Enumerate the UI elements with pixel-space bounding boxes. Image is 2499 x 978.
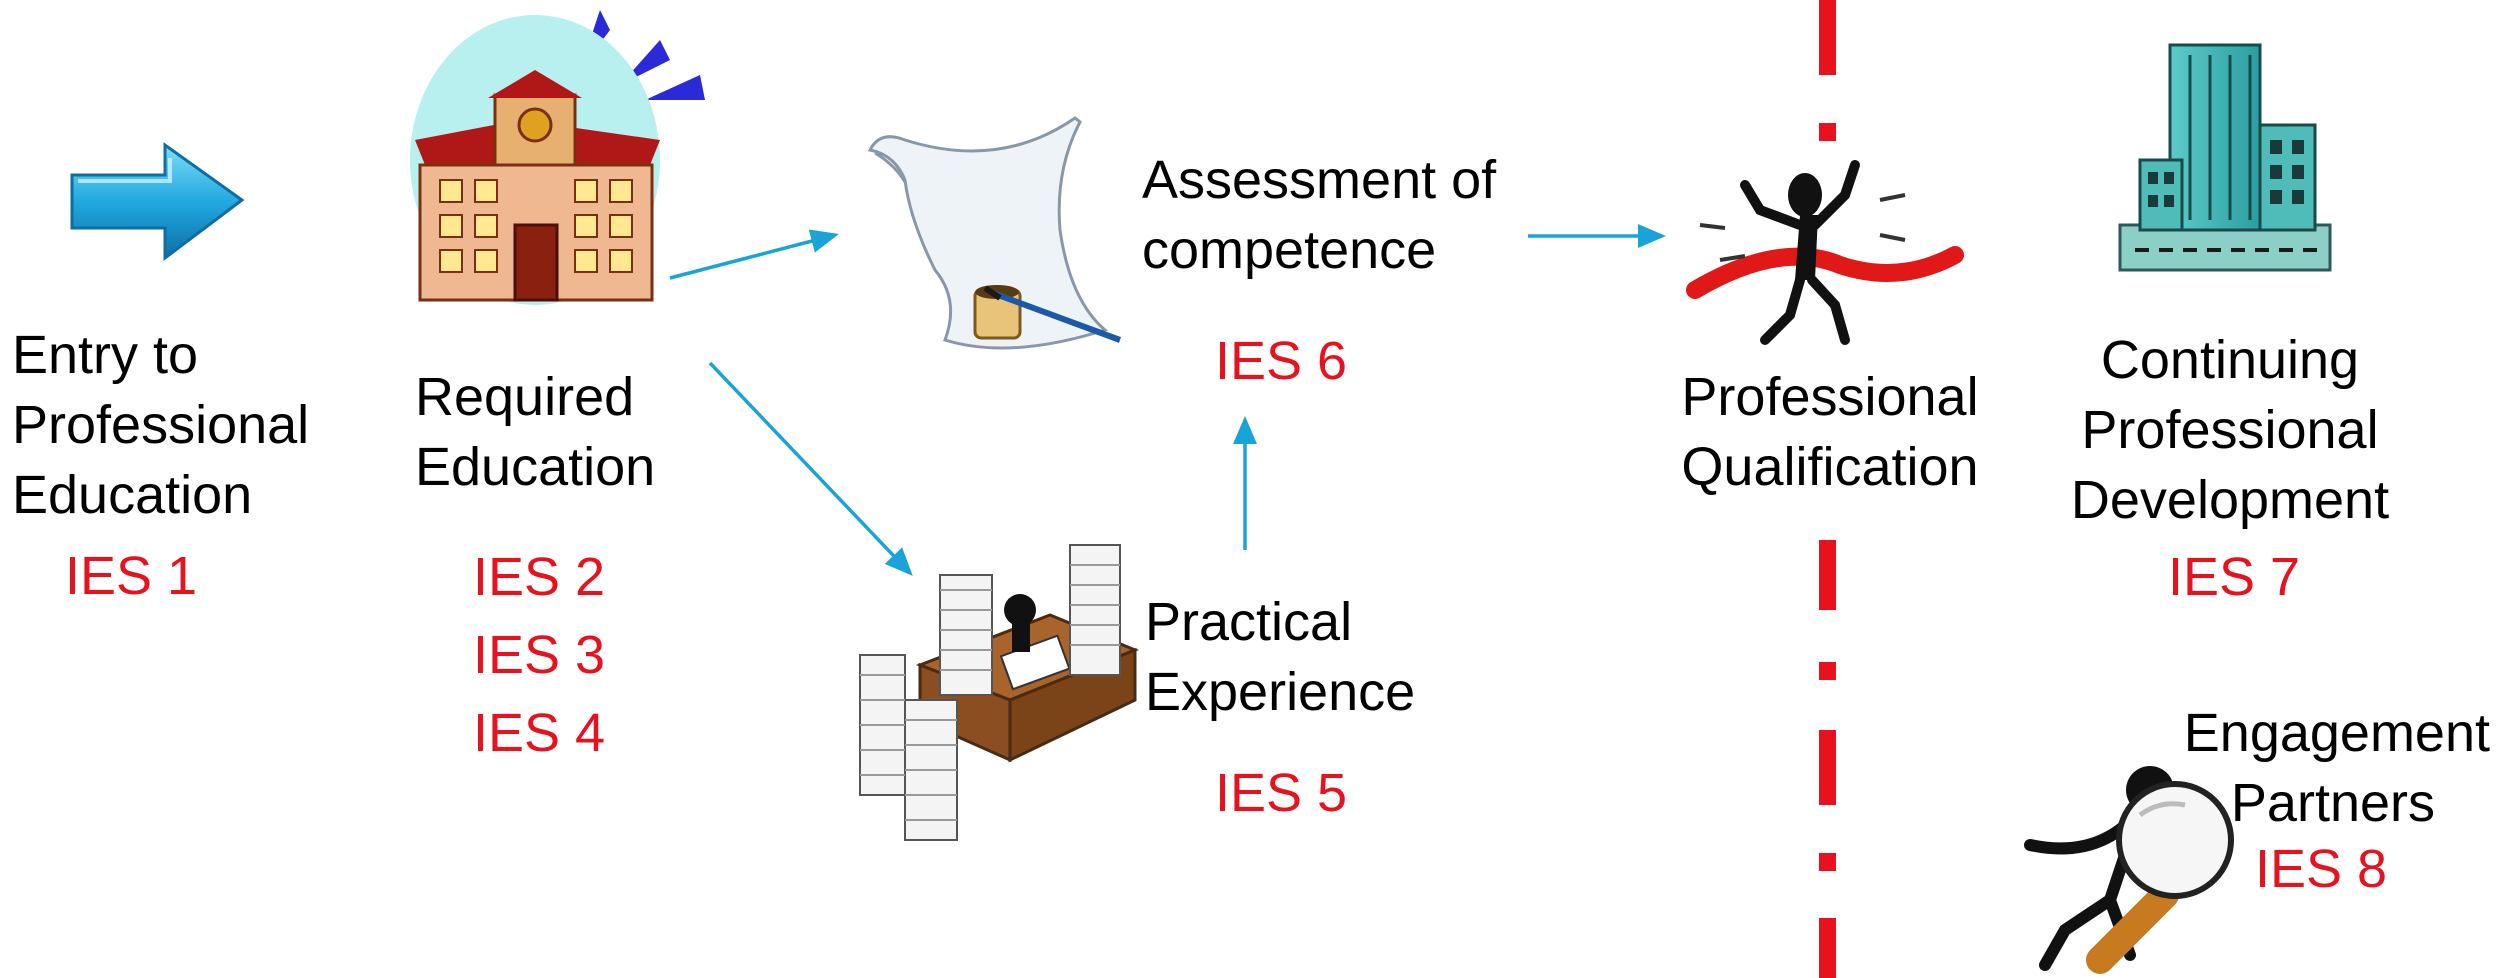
professional-qualification-label: Professional Qualification (1660, 362, 2000, 502)
scroll-quill-icon (867, 116, 1122, 350)
engagement-partners-ies-list: IES 8 (2255, 838, 2387, 900)
assessment-label-line: competence (1142, 220, 1437, 280)
entry-label-line: Professional (12, 395, 310, 455)
ies-code: IES 5 (1215, 763, 1348, 823)
ies-code: IES 8 (2255, 839, 2388, 899)
office-tower-icon (2118, 43, 2332, 272)
assessment-ies-list: IES 6 (1215, 330, 1347, 392)
finish-line-runner-icon (1686, 160, 1964, 345)
practical-experience-label-line: Practical (1145, 592, 1353, 652)
entry-label-line: Education (12, 465, 253, 525)
engagement-partners-label: Engagement Partners (2110, 698, 2490, 838)
engagement-partners-label-line: Partners (2230, 773, 2435, 833)
practical-experience-ies-list: IES 5 (1215, 762, 1347, 824)
desk-paper-stacks-icon (859, 544, 1139, 841)
entry-ies-list: IES 1 (65, 545, 197, 607)
arrow-education-to-assessment (669, 229, 839, 280)
magnifying-glass-figure-icon (2024, 766, 2234, 974)
school-building-icon (410, 10, 705, 305)
required-education-ies-list: IES 2 IES 3 IES 4 (473, 538, 605, 772)
professional-qualification-label-line: Qualification (1681, 437, 1979, 497)
practical-experience-label: Practical Experience (1145, 587, 1415, 727)
required-education-label: Required Education (415, 362, 655, 502)
practical-experience-label-line: Experience (1145, 662, 1416, 722)
cpd-label-line: Continuing (2100, 330, 2360, 390)
cpd-label-line: Professional (2081, 400, 2379, 460)
ies-code: IES 4 (473, 703, 606, 763)
ies-code: IES 3 (473, 625, 606, 685)
ies-code: IES 6 (1215, 331, 1348, 391)
entry-label-line: Entry to (12, 325, 199, 385)
arrow-education-to-experience (708, 361, 913, 576)
ies-code: IES 1 (65, 546, 198, 606)
assessment-label: Assessment of competence (1142, 145, 1496, 285)
cpd-label: Continuing Professional Development (2045, 325, 2415, 535)
cpd-ies-list: IES 7 (2168, 546, 2300, 608)
required-education-label-line: Required (415, 367, 635, 427)
ies-code: IES 2 (473, 547, 606, 607)
qualification-divider (1819, 0, 1836, 978)
blue-arrow-icon (70, 142, 245, 262)
assessment-label-line: Assessment of (1142, 150, 1497, 210)
flow-arrows (669, 224, 1666, 576)
professional-qualification-label-line: Professional (1681, 367, 1979, 427)
ies-code: IES 7 (2168, 547, 2301, 607)
cpd-label-line: Development (2070, 470, 2390, 530)
entry-label: Entry to Professional Education (12, 320, 309, 530)
required-education-label-line: Education (415, 437, 656, 497)
engagement-partners-label-line: Engagement (2183, 703, 2490, 763)
